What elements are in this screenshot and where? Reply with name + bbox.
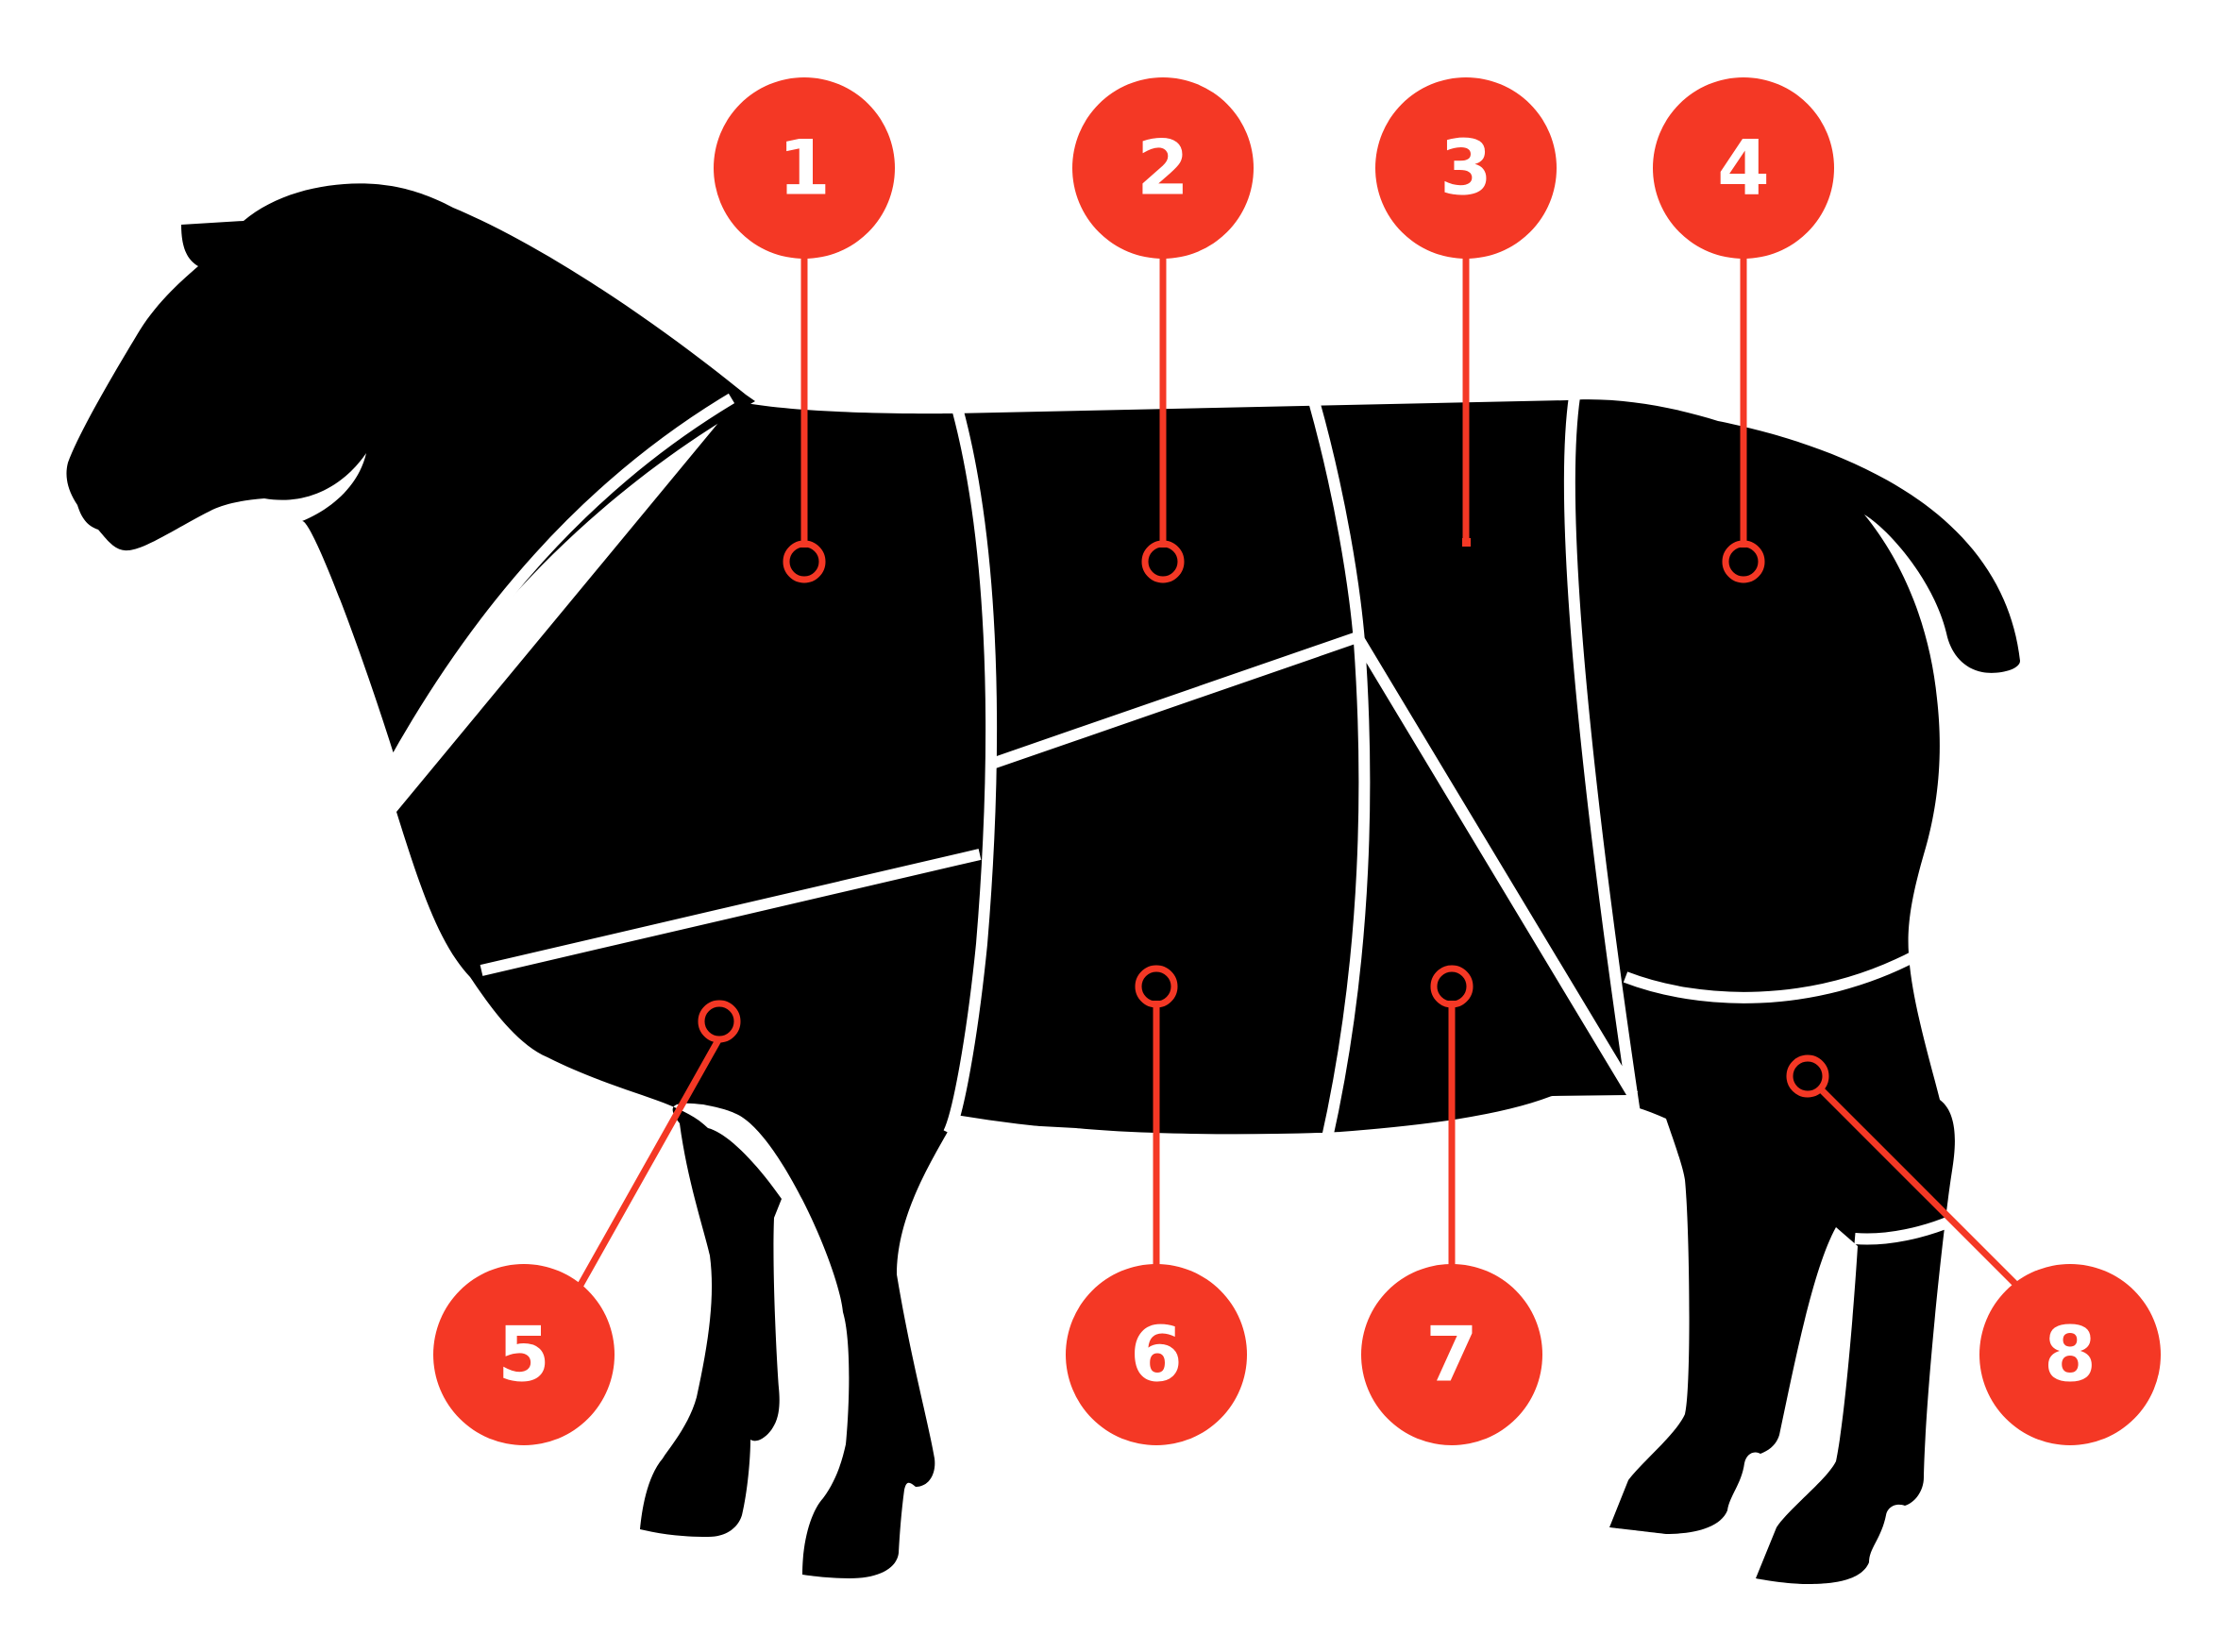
lamb-body [396, 399, 2020, 1585]
callout-badge-1 [714, 77, 895, 259]
cut-line-belly [954, 1095, 1629, 1147]
cut-line-hind-shank [1854, 1215, 1955, 1245]
callout-badge-8 [1979, 1264, 2161, 1445]
callout-badge-4 [1653, 77, 1834, 259]
callout-number-3: 3 [1440, 125, 1492, 212]
cut-line-neck [386, 393, 735, 769]
callout-badge-6 [1066, 1264, 1247, 1445]
callout-5: 5 [433, 1264, 615, 1445]
callout-6: 6 [1066, 1264, 1247, 1445]
cut-lines [386, 393, 1955, 1245]
cut-line-loin-leg [1563, 396, 1643, 1134]
callout-badge-7 [1361, 1264, 1542, 1445]
anchor-ring-1 [783, 540, 826, 583]
callout-number-7: 7 [1425, 1311, 1478, 1399]
callout-badges: 1 2 3 4 5 6 7 8 [433, 77, 2161, 1445]
anchor-ring-6 [1135, 965, 1178, 1008]
anchor-marker-3 [1462, 538, 1471, 547]
anchor-ring-5 [698, 1000, 741, 1043]
cut-line-flank [1354, 636, 1639, 1099]
lamb-head [66, 183, 756, 763]
cut-line-diagonal-upper [987, 632, 1359, 770]
leader-line-5 [572, 1037, 723, 1295]
anchor-ring-4 [1722, 540, 1765, 583]
callout-badge-5 [433, 1264, 615, 1445]
anchor-rings [698, 540, 1829, 1098]
callout-4: 4 [1653, 77, 1834, 259]
anchor-ring-8 [1786, 1054, 1829, 1098]
callout-number-4: 4 [1717, 125, 1770, 212]
callout-badge-2 [1072, 77, 1254, 259]
callout-number-2: 2 [1137, 125, 1189, 212]
callout-number-1: 1 [778, 125, 831, 212]
callout-number-8: 8 [2044, 1311, 2097, 1399]
cut-line-rack-loin [1308, 399, 1371, 1144]
callout-2: 2 [1072, 77, 1254, 259]
cut-line-foreshank [480, 849, 982, 976]
leader-line-8 [1819, 1087, 2023, 1291]
anchor-ring-2 [1141, 540, 1185, 583]
callout-3: 3 [1375, 77, 1557, 259]
cut-line-shoulder-rack [943, 399, 998, 1136]
anchor-ring-7 [1430, 965, 1474, 1008]
callout-1: 1 [714, 77, 895, 259]
leader-lines [572, 255, 2023, 1295]
callout-7: 7 [1361, 1264, 1542, 1445]
lamb-silhouette [66, 183, 2020, 1585]
cut-line-leg-shank [1623, 950, 1919, 1003]
callout-badge-3 [1375, 77, 1557, 259]
callout-number-5: 5 [497, 1311, 550, 1399]
callout-number-6: 6 [1130, 1311, 1183, 1399]
callout-8: 8 [1979, 1264, 2161, 1445]
